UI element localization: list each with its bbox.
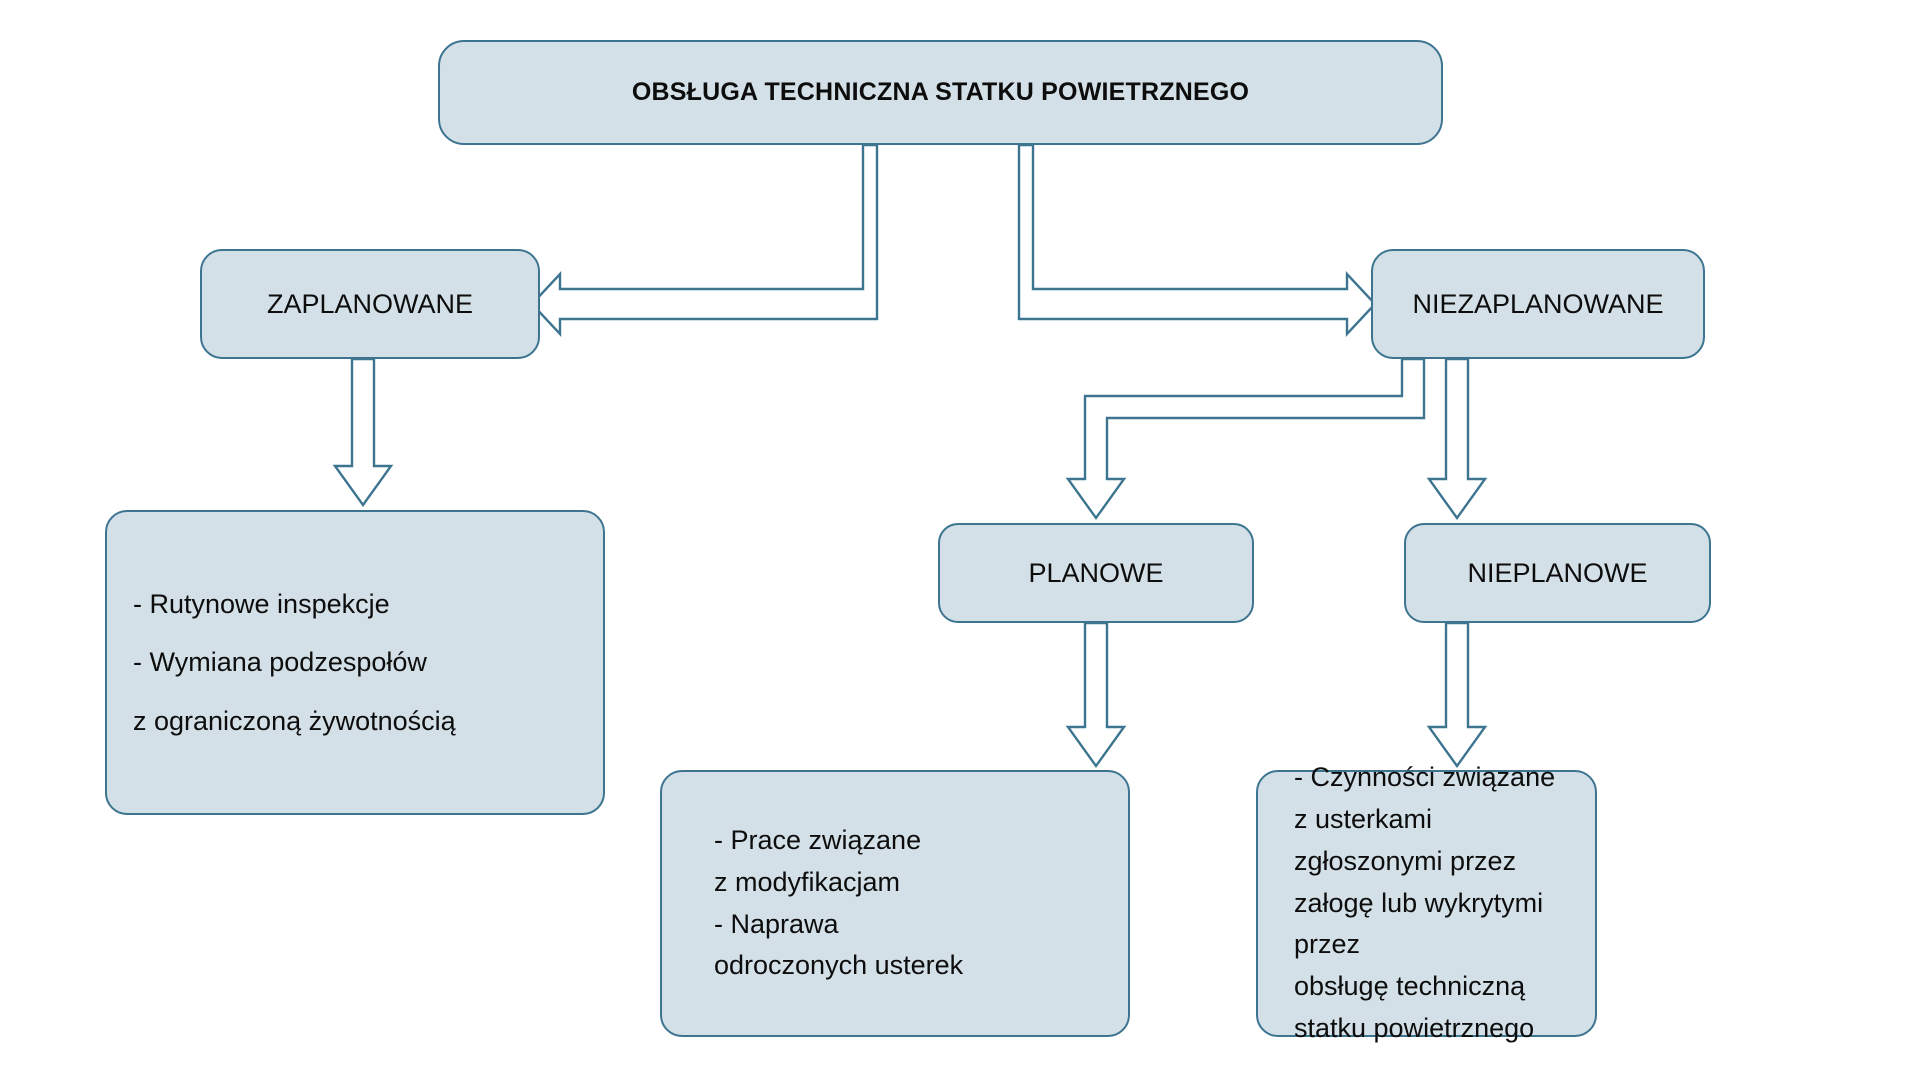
edge-zaplanowane-to-detail <box>332 357 394 508</box>
node-planowe-label: PLANOWE <box>1028 557 1164 588</box>
node-zaplanowane-label: ZAPLANOWANE <box>266 288 474 319</box>
edge-root-to-zaplanowane <box>530 143 879 338</box>
edge-niezaplanowane-to-planowe <box>1065 357 1426 521</box>
node-niezaplanowane-label: NIEZAPLANOWANE <box>1412 288 1664 319</box>
node-nieplanowe-label: NIEPLANOWE <box>1467 557 1648 588</box>
node-root-label: OBSŁUGA TECHNICZNA STATKU POWIETRZNEGO <box>631 78 1250 107</box>
edge-planowe-to-planowe-detail <box>1065 621 1127 769</box>
node-nieplanowe-detail-label: - Czynności związane z usterkami zgłoszo… <box>1294 762 1556 1044</box>
node-zaplanowane[interactable]: ZAPLANOWANE <box>200 249 540 359</box>
node-root[interactable]: OBSŁUGA TECHNICZNA STATKU POWIETRZNEGO <box>438 40 1443 145</box>
node-planowe-detail-label: - Prace związane z modyfikacjam - Napraw… <box>714 824 964 981</box>
node-planowe-detail[interactable]: - Prace związane z modyfikacjam - Napraw… <box>660 770 1130 1037</box>
edge-niezaplanowane-to-nieplanowe <box>1426 357 1488 521</box>
edge-nieplanowe-to-nieplanowe-detail <box>1426 621 1488 769</box>
edge-root-to-niezaplanowane <box>1017 143 1377 338</box>
node-planowe[interactable]: PLANOWE <box>938 523 1254 623</box>
node-nieplanowe-detail[interactable]: - Czynności związane z usterkami zgłoszo… <box>1256 762 1597 1043</box>
node-zaplanowane-detail[interactable]: - Rutynowe inspekcje - Wymiana podzespoł… <box>105 510 605 815</box>
node-niezaplanowane[interactable]: NIEZAPLANOWANE <box>1371 249 1705 359</box>
node-zaplanowane-detail-label: - Rutynowe inspekcje - Wymiana podzespoł… <box>133 589 456 736</box>
node-nieplanowe[interactable]: NIEPLANOWE <box>1404 523 1711 623</box>
